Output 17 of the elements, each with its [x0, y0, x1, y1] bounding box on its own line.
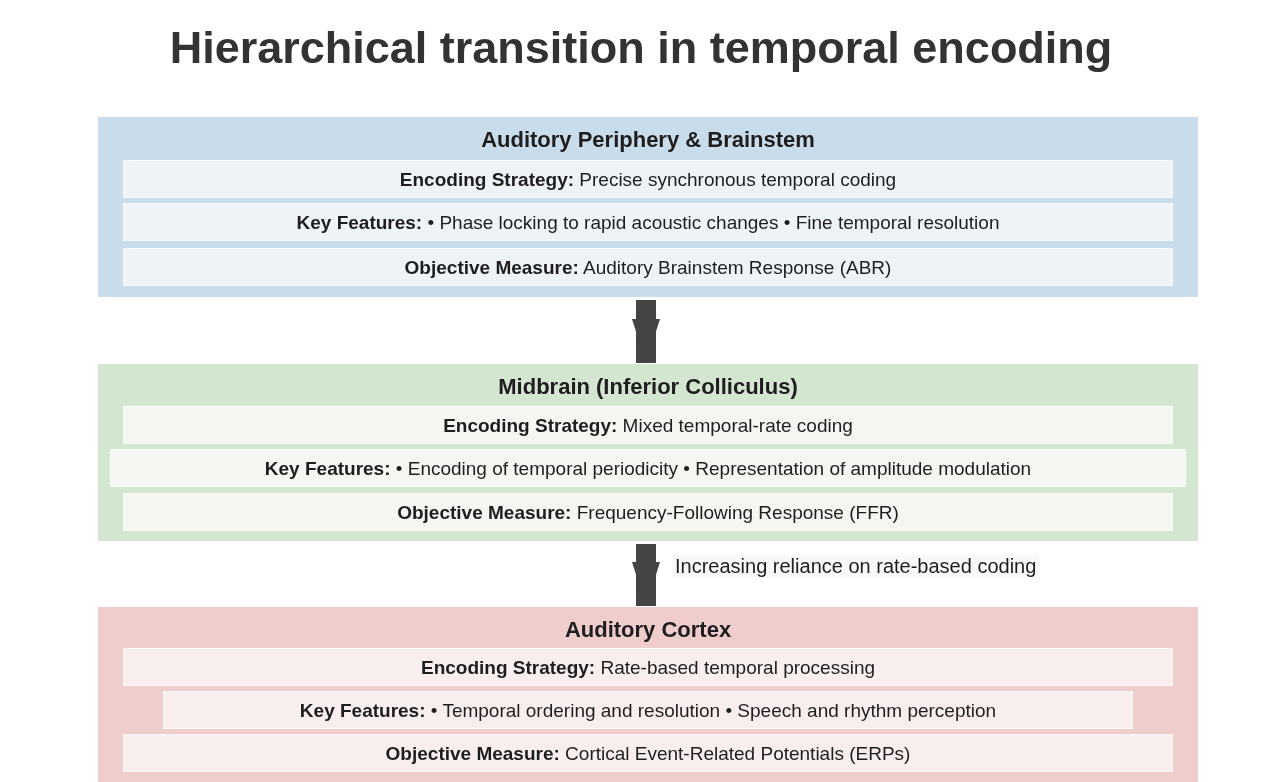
info-row: Encoding Strategy: Precise synchronous temporal coding	[123, 160, 1173, 198]
section-panel	[98, 607, 1198, 782]
section-heading: Auditory Cortex	[563, 617, 733, 643]
info-row: Encoding Strategy: Mixed temporal-rate coding	[123, 406, 1173, 444]
info-row: Objective Measure: Auditory Brainstem Response (ABR)	[123, 248, 1173, 286]
info-row: Key Features: • Encoding of temporal periodicity • Representation of amplitude modulation	[110, 449, 1186, 487]
info-row: Key Features: • Phase locking to rapid acoustic changes • Fine temporal resolution	[123, 203, 1173, 241]
info-row: Objective Measure: Frequency-Following Response (FFR)	[123, 493, 1173, 531]
section-panel	[98, 117, 1198, 297]
section-heading: Midbrain (Inferior Colliculus)	[497, 374, 799, 400]
section-panel	[98, 364, 1198, 541]
info-row: Encoding Strategy: Rate-based temporal processing	[123, 648, 1173, 686]
edge-label: Increasing reliance on rate-based coding	[672, 555, 1040, 578]
info-row: Key Features: • Temporal ordering and resolution • Speech and rhythm perception	[163, 691, 1133, 729]
section-heading: Auditory Periphery & Brainstem	[480, 127, 816, 153]
info-row: Objective Measure: Cortical Event-Related Potentials (ERPs)	[123, 734, 1173, 772]
diagram-title: Hierarchical transition in temporal encoding	[168, 22, 1114, 74]
